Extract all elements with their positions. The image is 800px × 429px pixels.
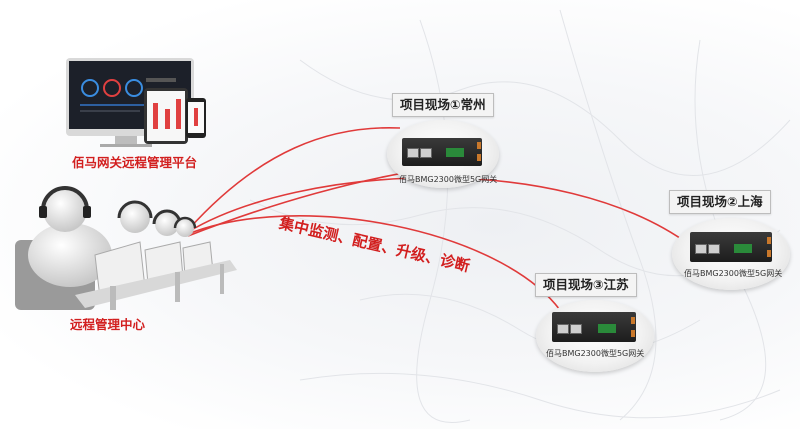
device-caption: 佰马BMG2300微型5G网关 bbox=[399, 175, 498, 184]
site-label-changzhou: 项目现场①常州 bbox=[392, 93, 494, 117]
gateway-device-icon bbox=[690, 232, 772, 262]
gateway-device-icon bbox=[552, 312, 636, 342]
tablet bbox=[144, 88, 188, 144]
site-shanghai: 佰马BMG2300微型5G网关 bbox=[672, 218, 790, 290]
device-caption: 佰马BMG2300微型5G网关 bbox=[546, 349, 645, 358]
platform-title: 佰马网关远程管理平台 bbox=[72, 155, 198, 170]
device-caption: 佰马BMG2300微型5G网关 bbox=[684, 269, 783, 278]
connection-line-extra bbox=[187, 169, 421, 237]
phone bbox=[186, 98, 206, 138]
connection-line-changzhou bbox=[187, 126, 401, 231]
site-label-shanghai: 项目现场②上海 bbox=[669, 190, 771, 214]
site-changzhou: 佰马BMG2300微型5G网关 bbox=[387, 120, 499, 188]
site-jiangsu: 佰马BMG2300微型5G网关 bbox=[536, 300, 654, 372]
operators-illustration bbox=[15, 186, 237, 310]
center-label: 远程管理中心 bbox=[70, 317, 146, 332]
site-label-jiangsu: 项目现场③江苏 bbox=[535, 273, 637, 297]
gateway-device-icon bbox=[402, 138, 482, 166]
connection-line-jiangsu bbox=[187, 215, 561, 311]
